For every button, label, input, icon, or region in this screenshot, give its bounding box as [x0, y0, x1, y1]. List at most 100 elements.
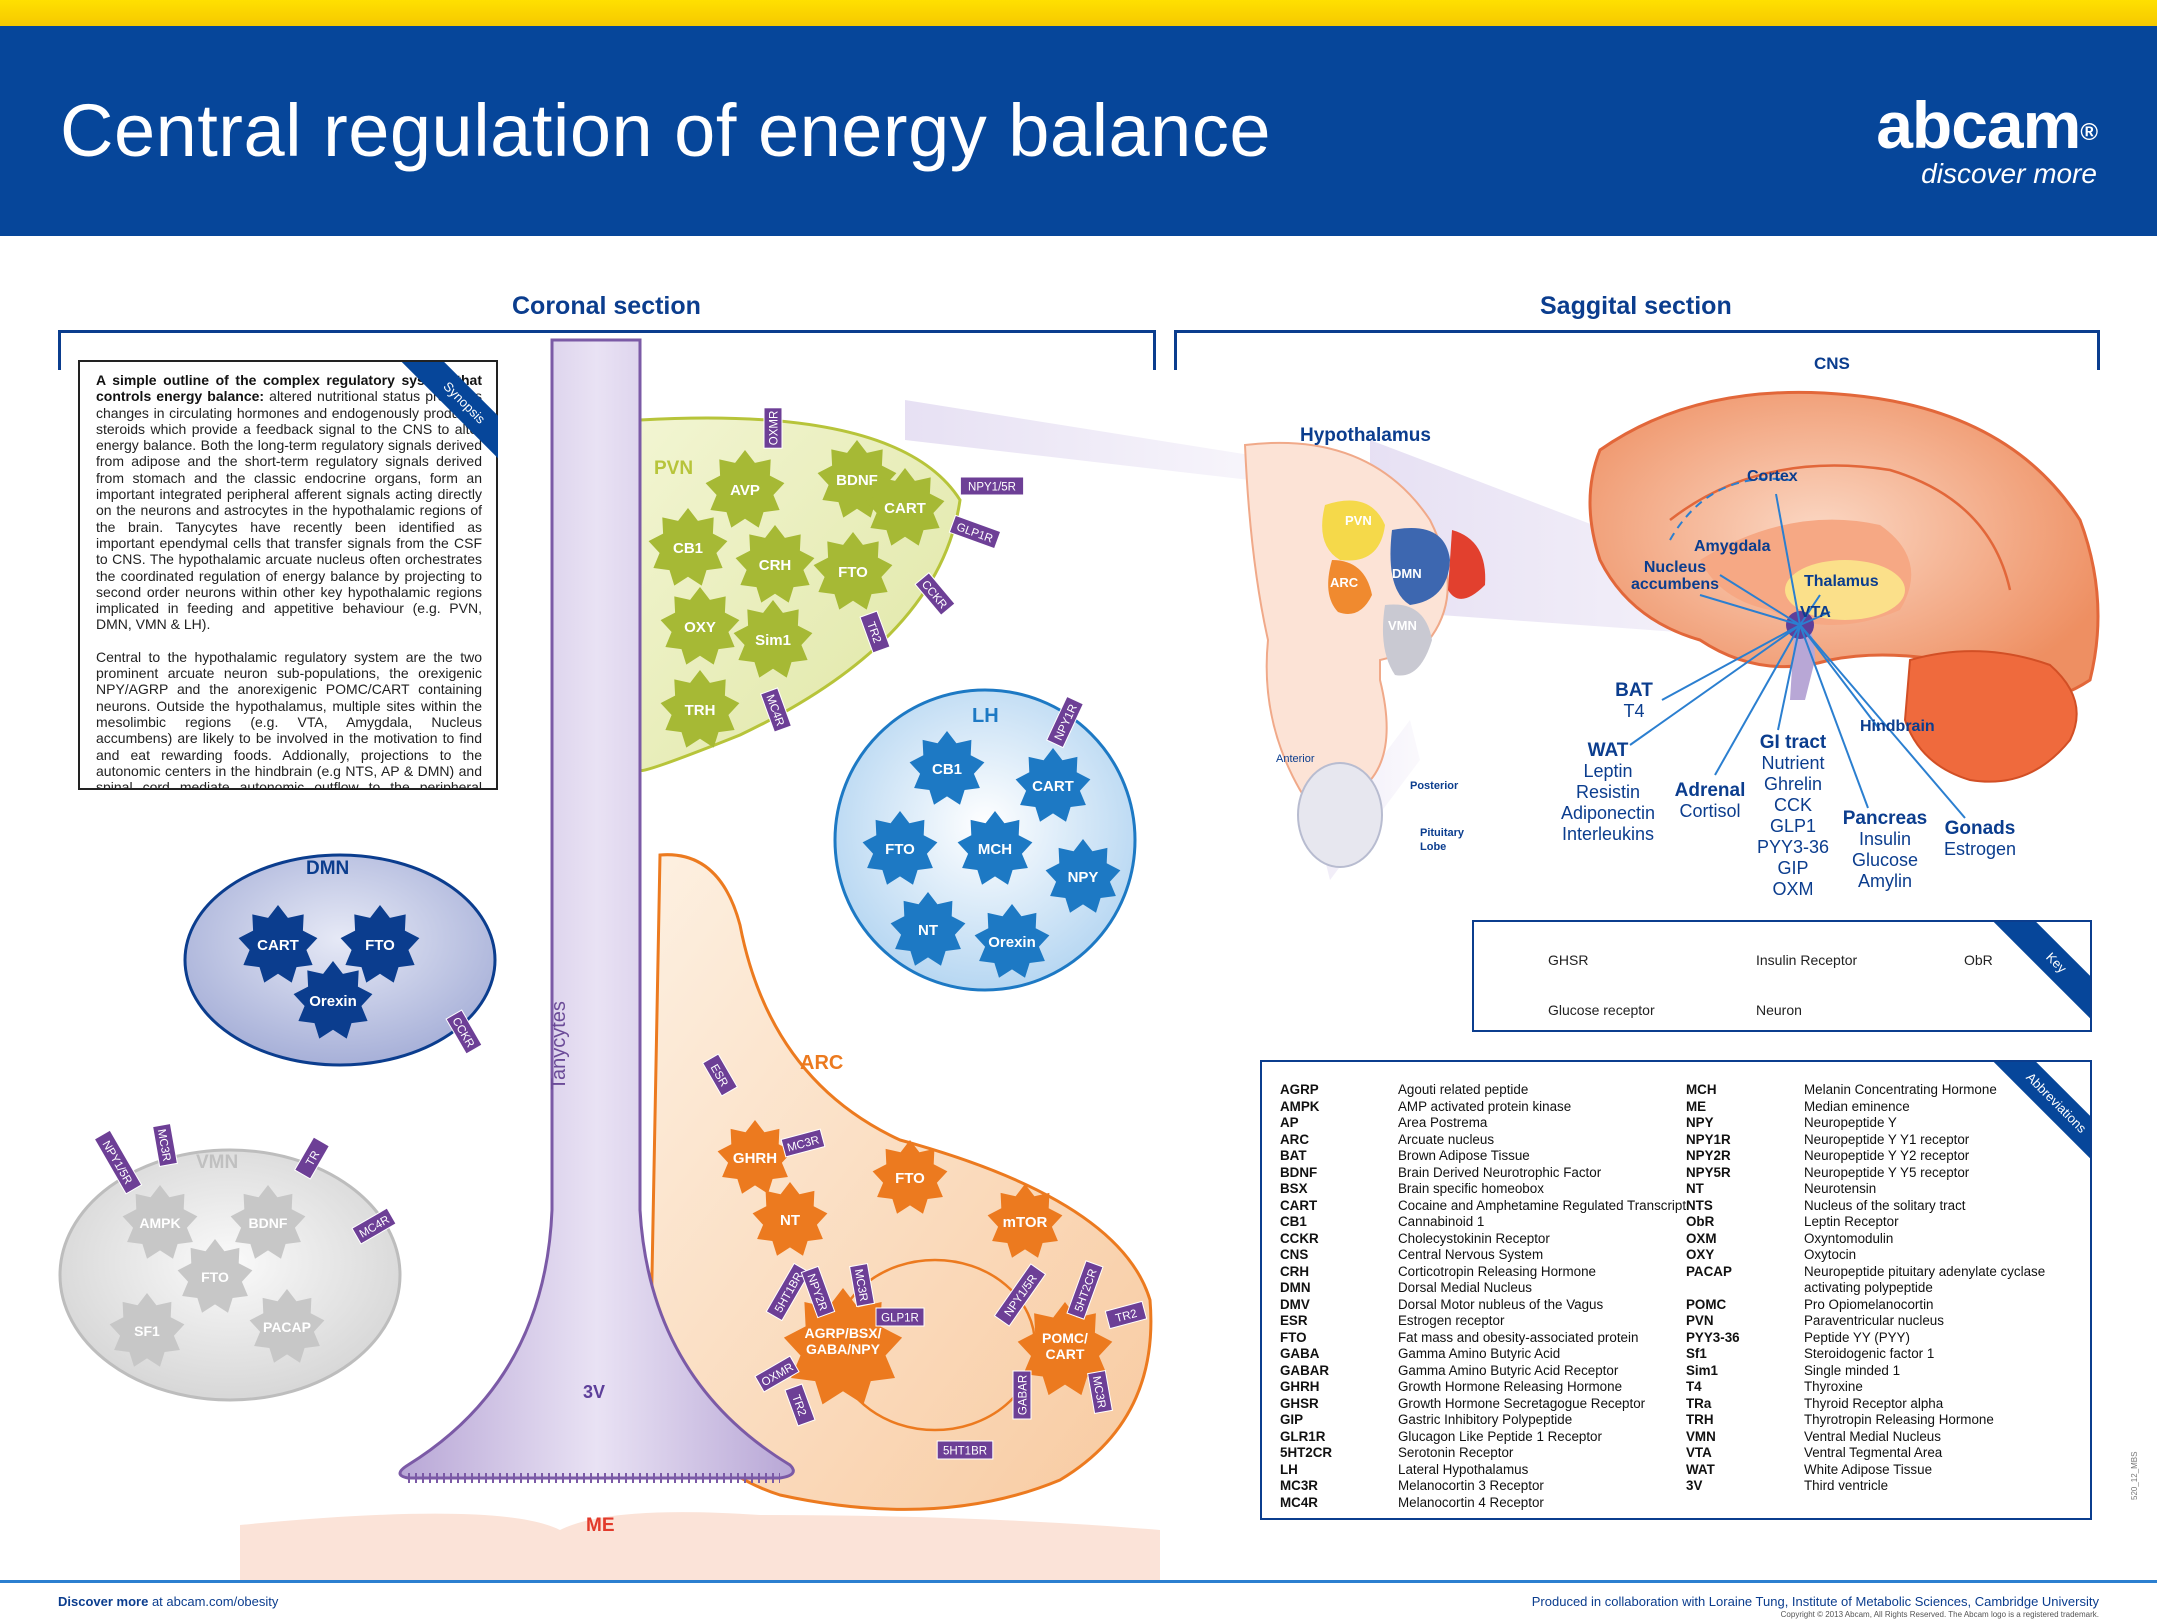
posterior-label: Posterior [1410, 780, 1459, 792]
abbreviation-term: T4 [1686, 1379, 1702, 1394]
arrow-amygdala [1719, 574, 1801, 626]
vmn-receptor-2: TR [294, 1136, 330, 1180]
synopsis-box: A simple outline of the complex regulato… [78, 360, 498, 790]
arc-fto-neuron [872, 1140, 948, 1214]
arc-receptor-4-shape [849, 1262, 875, 1308]
lh-orexin-neuron [974, 904, 1050, 978]
vmn-pacap-neuron-label: PACAP [263, 1319, 311, 1335]
vmn-nucleus [1382, 604, 1432, 676]
lh-cb1-neuron-label: CB1 [932, 761, 962, 778]
abbreviation-row: CRH Corticotropin Releasing Hormone [1280, 1264, 1680, 1281]
abbreviation-definition: Neuropeptide Y Y1 receptor [1804, 1131, 1970, 1147]
abbreviation-term: ObR [1686, 1214, 1715, 1229]
arc-nucleus [1328, 560, 1372, 614]
pvn-nucleus [1322, 500, 1385, 561]
brain-inner-arc [1669, 464, 2012, 591]
abbreviation-term: CRH [1280, 1263, 1310, 1279]
arc-ghrh-neuron-label: GHRH [733, 1150, 777, 1167]
abbreviation-definition: Corticotropin Releasing Hormone [1398, 1263, 1596, 1279]
vmn-receptor-1-label: MC3R [155, 1128, 172, 1162]
pvn-fto-neuron [813, 532, 893, 610]
synopsis-lead: A simple outline of the complex regulato… [96, 372, 482, 405]
arc-agrp-bsx-gaba-npy-neuron [783, 1288, 903, 1405]
arc-mtor-neuron-label: mTOR [1003, 1214, 1048, 1231]
synopsis-paragraph-2: Central to the hypothalamic regulatory s… [96, 648, 482, 790]
vmn-ampk-neuron [122, 1185, 198, 1259]
vmn-receptor-1-shape [152, 1122, 178, 1168]
arc-receptor-10-shape [1104, 1300, 1148, 1330]
arc-receptor-13-shape [936, 1440, 994, 1460]
pvn-avp-neuron-label: AVP [730, 482, 760, 499]
abbreviation-definition: Oxytocin [1804, 1247, 1857, 1262]
vmn-receptor-1: MC3R [152, 1122, 178, 1168]
abbreviation-term: CCKR [1280, 1230, 1319, 1246]
median-eminence-base [240, 1512, 1160, 1580]
pvn-sim1-neuron [733, 600, 813, 678]
abbreviation-definition: Third ventricle [1804, 1478, 1889, 1493]
abbreviation-definition: Neurotensin [1804, 1181, 1877, 1196]
pvn-oxy-neuron [660, 587, 740, 665]
arrow-gonads [1799, 624, 1966, 819]
amygdala-label: Amygdala [1694, 538, 1771, 555]
pvn-cart-neuron-label: CART [884, 500, 926, 517]
abbreviation-term: FTO [1280, 1329, 1307, 1345]
vmn-ampk-neuron-label: AMPK [139, 1215, 180, 1231]
key-ghsr: GHSR [1548, 952, 1589, 968]
abbreviation-definition: Dorsal Medial Nucleus [1398, 1280, 1532, 1295]
pvn-cb1-neuron [648, 508, 728, 586]
vmn-sf1-neuron-label: SF1 [134, 1323, 160, 1339]
lh-cart-neuron-label: CART [1032, 778, 1074, 795]
arc-receptor-12-shape [1087, 1369, 1113, 1415]
coronal-section-title: Coronal section [512, 292, 701, 320]
abbreviation-term: POMC [1686, 1296, 1727, 1312]
arc-receptor-8-shape [993, 1263, 1047, 1327]
footer-discover-link[interactable]: Discover more at abcam.com/obesity [58, 1594, 279, 1609]
abbreviation-term: BSX [1280, 1181, 1308, 1196]
abbreviation-term: PYY3-36 [1686, 1329, 1740, 1345]
abbreviation-definition: Melanocortin 3 Receptor [1398, 1478, 1544, 1493]
dmn-receptor-0-shape [445, 1009, 483, 1055]
sagittal-bracket [1174, 330, 2100, 370]
pvn-oxy-neuron-label: OXY [684, 619, 716, 636]
synopsis-paragraph-1: A simple outline of the complex regulato… [96, 372, 482, 633]
arrow-vta [1799, 611, 1831, 626]
abbreviation-definition: Lateral Hypothalamus [1398, 1461, 1529, 1477]
pvn-bdnf-neuron-label: BDNF [836, 472, 878, 489]
hyp-arc-label: ARC [1330, 575, 1359, 590]
pvn-receptor-4: TR2 [859, 610, 891, 654]
pvn-trh-neuron-label: TRH [685, 702, 716, 719]
arrow-thalamus [1799, 594, 1821, 626]
vmn-bdnf-neuron-label: BDNF [249, 1215, 288, 1231]
header-band [0, 26, 2157, 236]
logo-tagline: discover more [1921, 158, 2097, 189]
abbreviation-definition: Gamma Amino Butyric Acid [1398, 1346, 1561, 1361]
tanycytes-label: Tanycytes [548, 1001, 570, 1090]
arc-nt-neuron [752, 1182, 828, 1256]
abcam-logo[interactable]: abcam® discover more [1876, 90, 2098, 189]
abbreviation-term: LH [1280, 1461, 1298, 1477]
abbreviation-term: BDNF [1280, 1164, 1318, 1180]
abbreviation-term: BAT [1280, 1148, 1307, 1163]
pvn-trh-neuron [660, 670, 740, 748]
arc-pomc-cart-neuron [1017, 1302, 1113, 1396]
pvn-receptor-2: GLP1R [948, 514, 1002, 550]
vmn-fto-neuron [177, 1239, 253, 1313]
arc-ghrh-neuron [717, 1120, 793, 1194]
abbreviation-term: PVN [1686, 1313, 1714, 1328]
abbreviation-term: WAT [1686, 1461, 1715, 1477]
abbreviation-definition: Pro Opiomelanocortin [1804, 1296, 1934, 1312]
